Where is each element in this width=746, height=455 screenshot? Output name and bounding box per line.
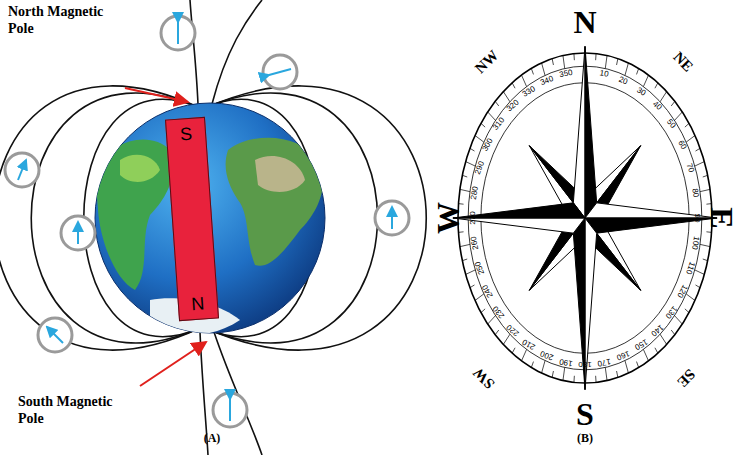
degree-number: 260 <box>470 236 480 251</box>
tick-mark <box>655 348 658 353</box>
compass-rose <box>453 46 717 389</box>
tick-mark <box>695 162 705 167</box>
tick-mark <box>696 285 701 288</box>
tick-mark <box>595 54 596 61</box>
tick-mark <box>617 59 618 65</box>
tick-mark <box>625 361 628 373</box>
tick-mark <box>686 294 695 301</box>
tick-mark <box>637 362 639 368</box>
pole-letter: N <box>191 294 205 313</box>
tick-mark <box>522 75 527 86</box>
tick-mark <box>542 63 545 75</box>
tick-mark <box>531 362 533 368</box>
tick-mark <box>686 136 695 143</box>
compass-needles <box>5 16 409 427</box>
intercardinal-label: NW <box>473 48 502 77</box>
tick-mark <box>531 68 533 74</box>
tick-mark <box>512 83 515 88</box>
tick-mark <box>522 349 527 360</box>
tick-mark <box>685 123 689 127</box>
tick-mark <box>470 285 475 288</box>
degree-number: 170 <box>597 357 612 367</box>
cardinal-letter: E <box>706 207 738 228</box>
degree-number: 180 <box>578 360 591 368</box>
tick-mark <box>643 75 648 86</box>
tick-mark <box>475 294 484 301</box>
intercardinal-label: SE <box>674 366 698 390</box>
pole-label: North Magnetic Pole <box>8 4 128 38</box>
tick-mark <box>563 56 565 69</box>
tick-mark <box>495 101 499 106</box>
earth <box>95 103 325 333</box>
tick-mark <box>655 83 658 88</box>
tick-mark <box>481 123 485 127</box>
tick-mark <box>700 189 710 191</box>
tick-mark <box>660 92 667 102</box>
tick-mark <box>503 92 510 102</box>
tick-mark <box>605 367 607 380</box>
tick-mark <box>706 231 711 233</box>
degree-number: 190 <box>558 357 573 367</box>
tick-mark <box>643 349 648 360</box>
tick-mark <box>696 148 701 151</box>
tick-mark <box>470 148 475 151</box>
tick-mark <box>605 56 607 69</box>
tick-mark <box>637 68 639 74</box>
tick-mark <box>552 59 553 65</box>
cardinal-letter: W <box>432 202 464 234</box>
degree-number: 270 <box>469 211 477 224</box>
tick-mark <box>552 371 553 377</box>
rose-point <box>573 46 585 218</box>
degree-number: 90 <box>693 214 701 223</box>
degree-number: 10 <box>599 69 609 78</box>
field-lines <box>0 0 426 455</box>
tick-mark <box>675 112 683 120</box>
tick-mark <box>466 162 476 167</box>
tick-mark <box>563 367 565 380</box>
tick-mark <box>700 244 710 246</box>
cardinal-letter: N <box>573 6 596 38</box>
tick-mark <box>703 259 708 261</box>
degree-number: 80 <box>691 188 700 198</box>
tick-mark <box>703 175 708 177</box>
tick-mark <box>503 334 510 344</box>
tick-mark <box>481 309 485 313</box>
tick-mark <box>671 101 675 106</box>
tick-mark <box>706 203 711 205</box>
tick-mark <box>466 270 476 275</box>
tick-mark <box>695 270 705 275</box>
intercardinal-label: SW <box>470 364 497 391</box>
tick-mark <box>617 371 618 377</box>
tick-mark <box>462 259 467 261</box>
tick-mark <box>660 334 667 344</box>
panel-label: (B) <box>577 432 593 444</box>
tick-mark <box>675 316 683 324</box>
cardinal-letter: S <box>576 398 594 430</box>
tick-mark <box>573 376 574 383</box>
tick-mark <box>488 316 496 324</box>
tick-mark <box>475 136 484 143</box>
tick-mark <box>488 112 496 120</box>
pole-label: South Magnetic Pole <box>18 394 138 428</box>
tick-mark <box>573 54 574 61</box>
tick-mark <box>460 244 470 246</box>
degree-number: 100 <box>690 236 700 251</box>
tick-mark <box>595 376 596 383</box>
panel-label: (A) <box>204 432 221 444</box>
rose-point <box>585 46 597 218</box>
tick-mark <box>460 189 470 191</box>
pole-letter: S <box>179 125 192 144</box>
intercardinal-label: NE <box>670 49 695 74</box>
tick-mark <box>542 361 545 373</box>
tick-mark <box>671 330 675 335</box>
tick-mark <box>625 63 628 75</box>
tick-mark <box>462 175 467 177</box>
tick-mark <box>512 348 515 353</box>
tick-mark <box>685 309 689 313</box>
tick-mark <box>495 330 499 335</box>
